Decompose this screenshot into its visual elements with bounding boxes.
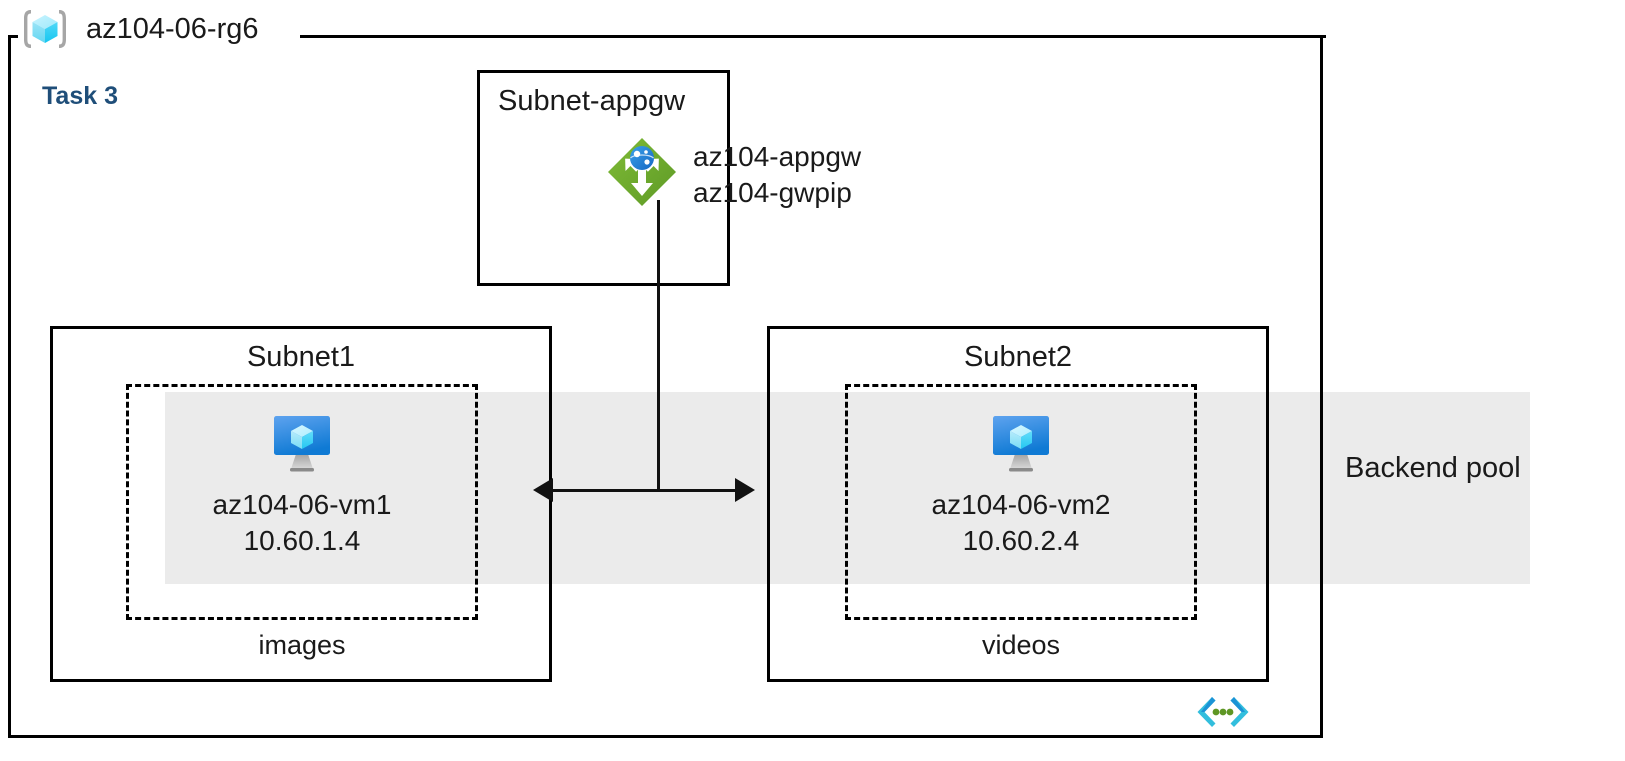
subnet-appgw-box: Subnet-appgw (477, 70, 730, 286)
task-label: Task 3 (42, 82, 118, 110)
connector-arrow-left (533, 478, 553, 502)
subnet1-title: Subnet1 (246, 341, 356, 373)
resource-group-header: az104-06-rg6 (18, 5, 269, 53)
subnet2-vm-stack: az104-06-vm2 10.60.2.4 (848, 405, 1194, 559)
resource-group-name: az104-06-rg6 (86, 12, 259, 45)
appgw-to-backend-connector (657, 200, 660, 491)
backend-pool-label: Backend pool (1345, 452, 1521, 484)
virtual-network-icon (1196, 695, 1250, 729)
application-gateway-node: az104-appgw az104-gwpip (605, 135, 861, 212)
application-gateway-labels: az104-appgw az104-gwpip (693, 135, 861, 212)
subnet2-vm-name: az104-06-vm2 (931, 489, 1111, 520)
subnet2-vm-group: az104-06-vm2 10.60.2.4 (845, 384, 1197, 620)
appgw-resource-1: az104-gwpip (693, 177, 852, 209)
appgw-resource-0: az104-appgw (693, 141, 862, 172)
application-gateway-icon (605, 135, 679, 209)
subnet1-vm-group: az104-06-vm1 10.60.1.4 (126, 384, 478, 620)
subnet2-title: Subnet2 (963, 341, 1073, 373)
virtual-machine-icon (265, 405, 339, 479)
subnet2-box: Subnet2 (767, 326, 1269, 682)
subnet1-caption: images (258, 630, 346, 660)
resource-group-frame (8, 37, 1323, 738)
subnet2-caption: videos (981, 630, 1061, 660)
virtual-machine-icon (984, 405, 1058, 479)
subnet1-vm-stack: az104-06-vm1 10.60.1.4 (129, 405, 475, 559)
subnet2-vm-ip: 10.60.2.4 (962, 524, 1080, 556)
resource-group-cube-icon (18, 5, 72, 53)
resource-group-frame-top-left-stub (8, 35, 20, 38)
resource-group-frame-top-right-line (300, 35, 1326, 38)
subnet1-vm-ip: 10.60.1.4 (243, 524, 361, 556)
connector-arrow-right (735, 478, 755, 502)
subnet1-subnet2-connector (545, 489, 735, 492)
subnet1-box: Subnet1 (50, 326, 552, 682)
subnet1-vm-name: az104-06-vm1 (212, 489, 392, 520)
subnet-appgw-title: Subnet-appgw (498, 85, 686, 117)
